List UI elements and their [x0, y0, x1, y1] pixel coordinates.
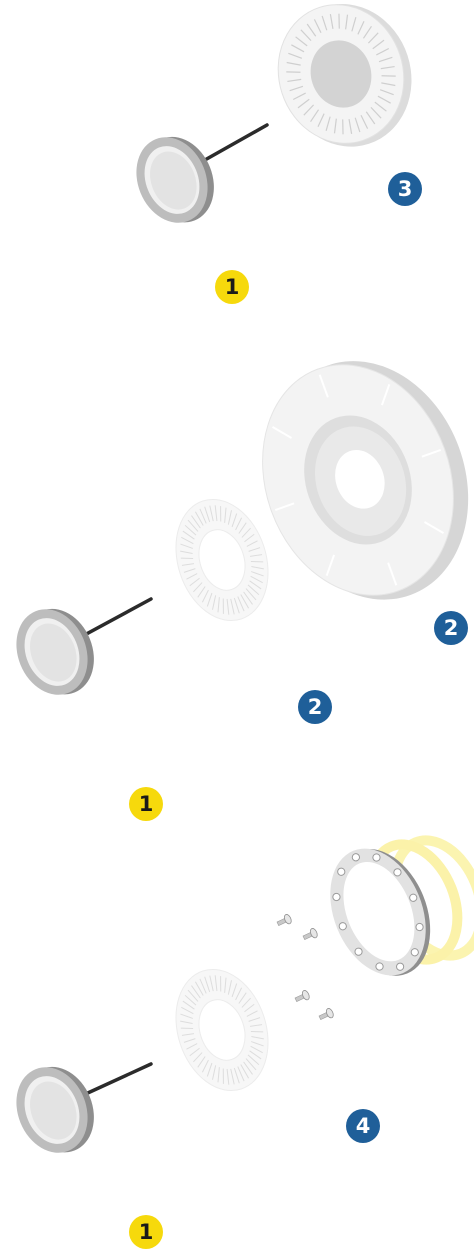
callout-2-rotor: 2 [434, 611, 468, 645]
callout-1: 1 [215, 270, 249, 304]
hub-part [124, 124, 226, 235]
screw-set-part [276, 913, 335, 1022]
codewheel-part [161, 487, 283, 632]
codewheel-part [161, 957, 283, 1102]
shaft-part [196, 125, 267, 165]
assembly-group-1 [124, 0, 430, 235]
callout-2-codewheel: 2 [298, 690, 332, 724]
screw [302, 927, 319, 942]
code-disk-part [260, 0, 429, 164]
assembly-group-3 [4, 827, 474, 1165]
assembly-group-2 [4, 333, 474, 708]
callout-3: 3 [388, 172, 422, 206]
callout-1: 1 [129, 787, 163, 821]
screw [318, 1007, 335, 1022]
screw [276, 913, 293, 928]
hub-part [4, 596, 106, 707]
callout-1: 1 [129, 1215, 163, 1249]
hub-part [4, 1054, 106, 1165]
screw [294, 989, 311, 1004]
brake-rotor-part [231, 333, 474, 630]
shaft-part [79, 1064, 151, 1097]
shaft-part [79, 599, 151, 638]
callout-4: 4 [346, 1109, 380, 1143]
